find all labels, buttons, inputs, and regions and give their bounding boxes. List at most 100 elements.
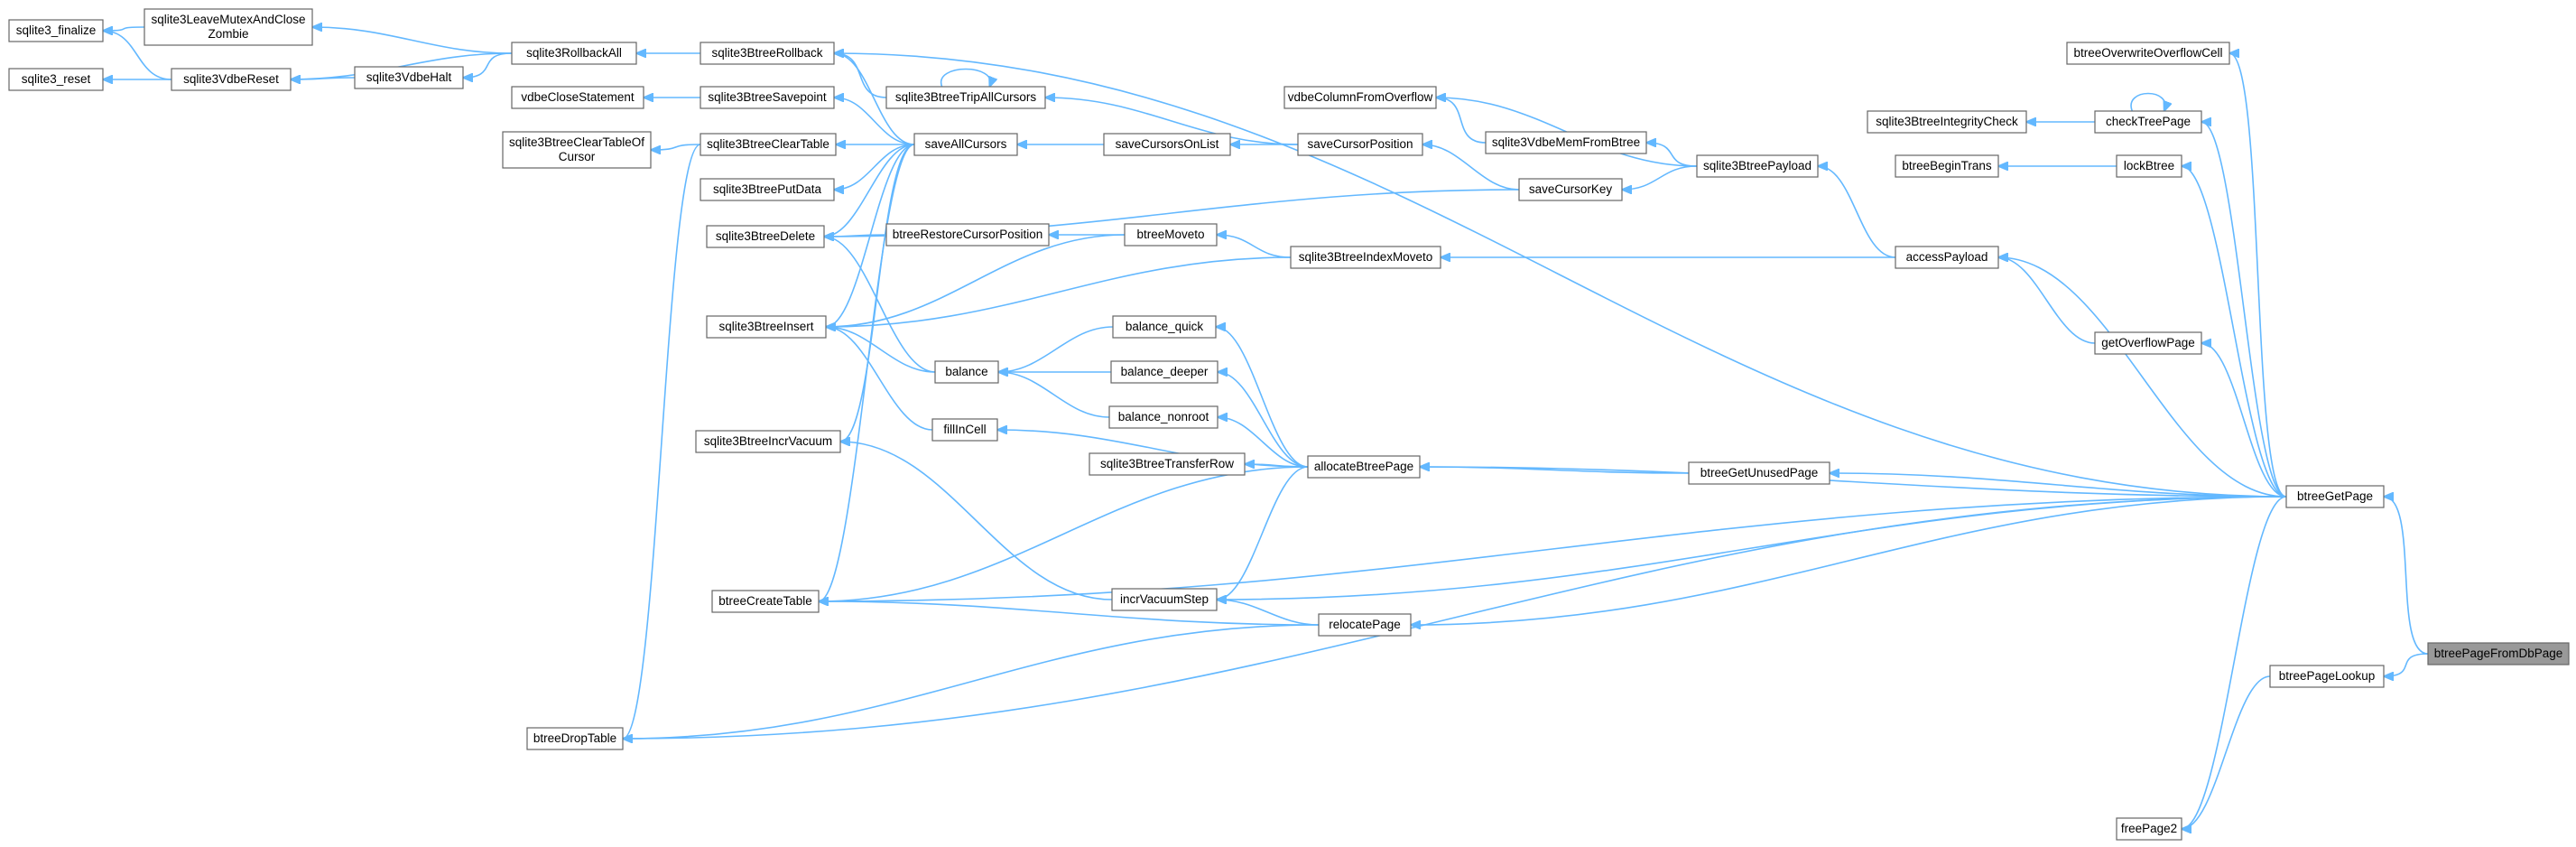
node-sqlite3BtreeClearTable[interactable]: sqlite3BtreeClearTable xyxy=(700,133,837,156)
node-sqlite3VdbeMemFromBtree[interactable]: sqlite3VdbeMemFromBtree xyxy=(1485,131,1647,154)
node-balance_deeper[interactable]: balance_deeper xyxy=(1110,360,1219,384)
node-box-incrVacuumStep[interactable] xyxy=(1111,588,1218,611)
node-saveCursorPosition[interactable]: saveCursorPosition xyxy=(1297,133,1423,156)
node-freePage2[interactable]: freePage2 xyxy=(2116,817,2182,841)
node-sqlite3BtreeDelete[interactable]: sqlite3BtreeDelete xyxy=(706,225,825,248)
node-box-balance_deeper[interactable] xyxy=(1110,360,1219,384)
node-box-sqlite3VdbeMemFromBtree[interactable] xyxy=(1485,131,1647,154)
node-box-btreeGetPage[interactable] xyxy=(2285,485,2385,508)
node-box-sqlite3BtreeIntegrityCheck[interactable] xyxy=(1867,110,2027,134)
node-box-sqlite3RollbackAll[interactable] xyxy=(511,42,637,65)
node-box-sqlite3LeaveMutexAndCloseZombie[interactable] xyxy=(144,8,313,46)
node-balance[interactable]: balance xyxy=(934,360,999,384)
node-box-sqlite3BtreeIncrVacuum[interactable] xyxy=(695,430,841,453)
node-fillInCell[interactable]: fillInCell xyxy=(931,418,998,442)
node-box-btreeRestoreCursorPosition[interactable] xyxy=(885,223,1050,247)
node-box-btreeMoveto[interactable] xyxy=(1124,223,1218,247)
node-sqlite3BtreeIncrVacuum[interactable]: sqlite3BtreeIncrVacuum xyxy=(695,430,841,453)
node-box-sqlite3VdbeReset[interactable] xyxy=(171,68,292,91)
node-allocateBtreePage[interactable]: allocateBtreePage xyxy=(1307,455,1421,479)
node-btreeRestoreCursorPosition[interactable]: btreeRestoreCursorPosition xyxy=(885,223,1050,247)
node-box-sqlite3BtreePutData[interactable] xyxy=(700,178,835,201)
node-sqlite3VdbeReset[interactable]: sqlite3VdbeReset xyxy=(171,68,292,91)
node-box-sqlite3BtreeRollback[interactable] xyxy=(700,42,835,65)
node-box-saveCursorKey[interactable] xyxy=(1518,178,1623,201)
node-box-checkTreePage[interactable] xyxy=(2094,110,2202,134)
node-box-sqlite3BtreeInsert[interactable] xyxy=(706,315,827,339)
node-box-allocateBtreePage[interactable] xyxy=(1307,455,1421,479)
node-box-lockBtree[interactable] xyxy=(2116,154,2182,178)
node-box-btreeCreateTable[interactable] xyxy=(711,590,820,613)
node-vdbeColumnFromOverflow[interactable]: vdbeColumnFromOverflow xyxy=(1283,86,1437,109)
node-saveCursorsOnList[interactable]: saveCursorsOnList xyxy=(1103,133,1231,156)
node-saveAllCursors[interactable]: saveAllCursors xyxy=(913,133,1018,156)
node-box-sqlite3VdbeHalt[interactable] xyxy=(354,66,464,89)
node-box-balance_quick[interactable] xyxy=(1112,315,1217,339)
node-box-sqlite3BtreeSavepoint[interactable] xyxy=(700,86,835,109)
node-btreeGetUnusedPage[interactable]: btreeGetUnusedPage xyxy=(1688,461,1830,485)
node-box-saveCursorPosition[interactable] xyxy=(1297,133,1423,156)
node-box-sqlite3BtreeTripAllCursors[interactable] xyxy=(885,86,1046,109)
node-label-accessPayload: accessPayload xyxy=(1906,250,1988,264)
node-btreePageFromDbPage[interactable]: btreePageFromDbPage xyxy=(2427,642,2570,666)
node-sqlite3BtreeIndexMoveto[interactable]: sqlite3BtreeIndexMoveto xyxy=(1290,246,1441,269)
node-btreeMoveto[interactable]: btreeMoveto xyxy=(1124,223,1218,247)
node-box-sqlite3BtreeIndexMoveto[interactable] xyxy=(1290,246,1441,269)
node-relocatePage[interactable]: relocatePage xyxy=(1318,613,1412,637)
node-incrVacuumStep[interactable]: incrVacuumStep xyxy=(1111,588,1218,611)
node-box-vdbeCloseStatement[interactable] xyxy=(511,86,644,109)
node-box-vdbeColumnFromOverflow[interactable] xyxy=(1283,86,1437,109)
node-btreeBeginTrans[interactable]: btreeBeginTrans xyxy=(1895,154,1999,178)
node-sqlite3BtreePutData[interactable]: sqlite3BtreePutData xyxy=(700,178,835,201)
node-sqlite3BtreeTransferRow[interactable]: sqlite3BtreeTransferRow xyxy=(1089,452,1246,476)
node-btreeOverwriteOverflowCell[interactable]: btreeOverwriteOverflowCell xyxy=(2066,42,2230,65)
node-box-sqlite3BtreeDelete[interactable] xyxy=(706,225,825,248)
node-box-saveCursorsOnList[interactable] xyxy=(1103,133,1231,156)
node-box-sqlite3_reset[interactable] xyxy=(8,68,104,91)
node-box-btreePageLookup[interactable] xyxy=(2269,665,2385,688)
node-box-saveAllCursors[interactable] xyxy=(913,133,1018,156)
node-box-relocatePage[interactable] xyxy=(1318,613,1412,637)
node-box-balance[interactable] xyxy=(934,360,999,384)
node-lockBtree[interactable]: lockBtree xyxy=(2116,154,2182,178)
node-balance_nonroot[interactable]: balance_nonroot xyxy=(1108,405,1219,429)
node-sqlite3_finalize[interactable]: sqlite3_finalize xyxy=(8,19,104,42)
node-sqlite3BtreeSavepoint[interactable]: sqlite3BtreeSavepoint xyxy=(700,86,835,109)
node-sqlite3VdbeHalt[interactable]: sqlite3VdbeHalt xyxy=(354,66,464,89)
node-sqlite3BtreeRollback[interactable]: sqlite3BtreeRollback xyxy=(700,42,835,65)
node-btreePageLookup[interactable]: btreePageLookup xyxy=(2269,665,2385,688)
node-checkTreePage[interactable]: checkTreePage xyxy=(2094,110,2202,134)
node-box-sqlite3BtreeClearTableOfCursor[interactable] xyxy=(502,131,652,169)
node-sqlite3RollbackAll[interactable]: sqlite3RollbackAll xyxy=(511,42,637,65)
node-box-sqlite3_finalize[interactable] xyxy=(8,19,104,42)
node-accessPayload[interactable]: accessPayload xyxy=(1895,246,1999,269)
edge-btreePageFromDbPage-to-btreePageLookup xyxy=(2384,653,2429,676)
node-box-btreeOverwriteOverflowCell[interactable] xyxy=(2066,42,2230,65)
node-sqlite3BtreeTripAllCursors[interactable]: sqlite3BtreeTripAllCursors xyxy=(885,86,1046,109)
node-balance_quick[interactable]: balance_quick xyxy=(1112,315,1217,339)
node-box-btreeDropTable[interactable] xyxy=(526,727,624,750)
node-btreeDropTable[interactable]: btreeDropTable xyxy=(526,727,624,750)
node-sqlite3BtreeIntegrityCheck[interactable]: sqlite3BtreeIntegrityCheck xyxy=(1867,110,2027,134)
node-box-balance_nonroot[interactable] xyxy=(1108,405,1219,429)
node-box-fillInCell[interactable] xyxy=(931,418,998,442)
node-sqlite3_reset[interactable]: sqlite3_reset xyxy=(8,68,104,91)
node-getOverflowPage[interactable]: getOverflowPage xyxy=(2094,331,2202,355)
node-box-sqlite3BtreeClearTable[interactable] xyxy=(700,133,837,156)
node-btreeGetPage[interactable]: btreeGetPage xyxy=(2285,485,2385,508)
node-box-accessPayload[interactable] xyxy=(1895,246,1999,269)
node-box-btreeGetUnusedPage[interactable] xyxy=(1688,461,1830,485)
node-box-btreeBeginTrans[interactable] xyxy=(1895,154,1999,178)
node-box-getOverflowPage[interactable] xyxy=(2094,331,2202,355)
node-box-sqlite3BtreePayload[interactable] xyxy=(1696,154,1819,178)
node-box-sqlite3BtreeTransferRow[interactable] xyxy=(1089,452,1246,476)
node-saveCursorKey[interactable]: saveCursorKey xyxy=(1518,178,1623,201)
node-box-btreePageFromDbPage[interactable] xyxy=(2427,642,2570,666)
node-btreeCreateTable[interactable]: btreeCreateTable xyxy=(711,590,820,613)
node-vdbeCloseStatement[interactable]: vdbeCloseStatement xyxy=(511,86,644,109)
node-sqlite3BtreeInsert[interactable]: sqlite3BtreeInsert xyxy=(706,315,827,339)
node-sqlite3BtreePayload[interactable]: sqlite3BtreePayload xyxy=(1696,154,1819,178)
node-box-freePage2[interactable] xyxy=(2116,817,2182,841)
